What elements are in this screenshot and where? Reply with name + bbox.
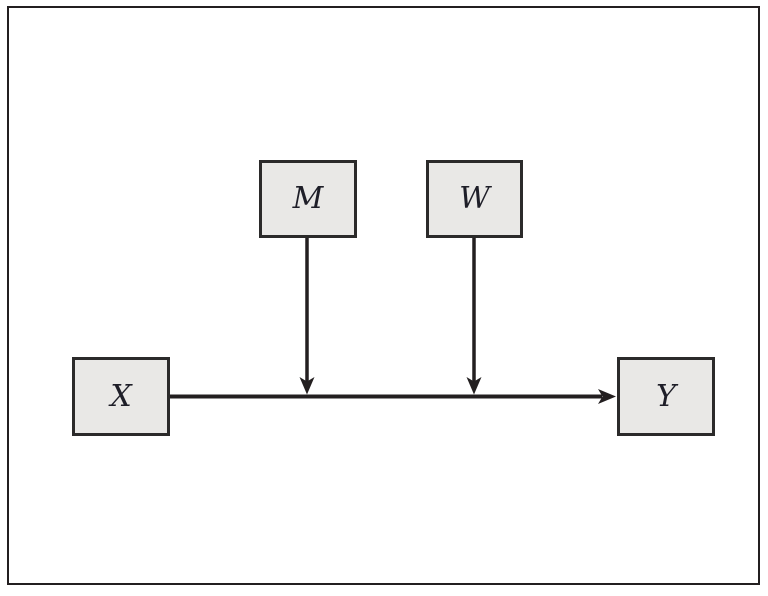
node-y-label: Y	[656, 378, 676, 414]
node-w: W	[426, 160, 523, 238]
node-x: X	[72, 357, 170, 436]
diagram-outer-frame	[7, 6, 760, 585]
node-m-label: M	[292, 181, 324, 216]
node-y: Y	[617, 357, 715, 436]
node-w-label: W	[459, 181, 490, 216]
node-x-label: X	[110, 378, 132, 414]
node-m: M	[259, 160, 357, 238]
